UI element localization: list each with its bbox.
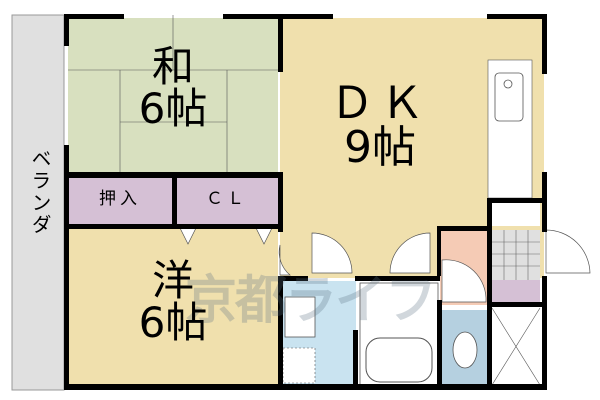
closet-floor <box>176 178 278 226</box>
veranda <box>11 14 65 391</box>
tile-grid <box>492 230 540 280</box>
washer-space <box>282 347 316 384</box>
dk-label: ＤＫ 9帖 <box>320 82 440 170</box>
tatami-lines <box>68 15 278 175</box>
dk-name: ＤＫ <box>330 78 430 129</box>
closet-label: ＣＬ <box>206 189 248 209</box>
veranda-label: ベランダ <box>28 148 52 236</box>
door-swings <box>179 227 591 303</box>
sink-drain <box>503 79 513 89</box>
storage-box <box>490 202 540 226</box>
watermark: 京都ライフ <box>185 271 437 331</box>
washitsu-size: 6帖 <box>138 84 208 133</box>
washbasin <box>284 296 316 338</box>
dk-size: 9帖 <box>344 122 416 173</box>
youshitsu-floor <box>68 228 278 385</box>
youshitsu-label: 洋 6帖 <box>118 260 228 344</box>
youshitsu-name: 洋 <box>151 256 194 305</box>
oshiire-label: 押入 <box>99 189 141 209</box>
shoe-box <box>492 280 540 304</box>
bathtub <box>365 337 433 383</box>
walls <box>64 14 547 390</box>
washitsu-name: 和 <box>151 42 194 91</box>
kitchen-sink <box>494 72 524 122</box>
youshitsu-size: 6帖 <box>138 298 208 347</box>
oshiire-floor <box>68 176 174 226</box>
washitsu-label: 和 6帖 <box>118 46 228 130</box>
toilet-bowl <box>452 331 478 369</box>
